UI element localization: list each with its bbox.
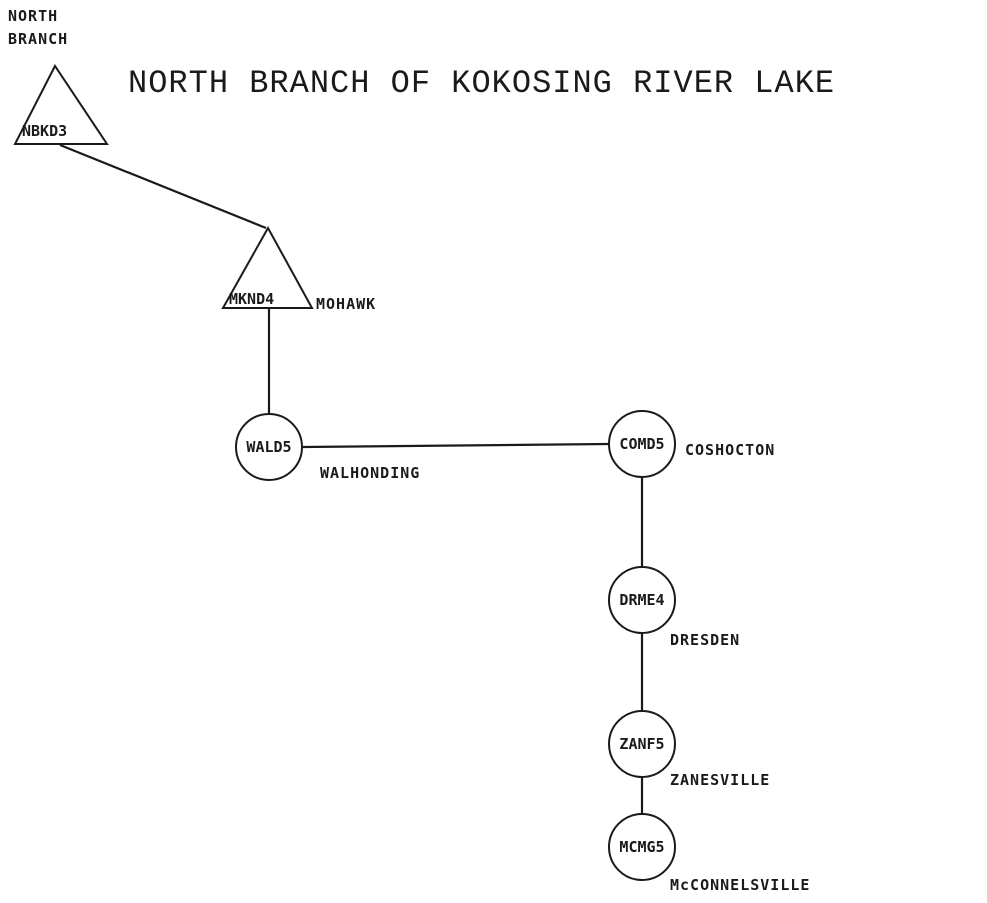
node-mcmgs: MCMG5 McCONNELSVILLE xyxy=(608,813,810,894)
links-layer xyxy=(59,143,644,814)
circle-shape xyxy=(608,710,676,778)
node-code: NBKD3 xyxy=(22,122,67,140)
triangle-shape xyxy=(13,64,109,145)
node-name: McCONNELSVILLE xyxy=(670,876,810,894)
circle-shape xyxy=(235,413,303,481)
node-code: WALD5 xyxy=(246,438,291,456)
node-walds: WALD5 WALHONDING xyxy=(235,413,420,482)
node-code: ZANF5 xyxy=(619,735,664,753)
triangle-shape xyxy=(221,225,314,309)
circle-shape xyxy=(608,410,676,478)
node-code: COMD5 xyxy=(619,435,664,453)
circle-shape xyxy=(608,813,676,881)
node-zanfs: ZANF5 ZANESVILLE xyxy=(608,710,770,789)
node-code: DRME4 xyxy=(619,591,664,609)
node-name: COSHOCTON xyxy=(685,441,775,459)
node-name: DRESDEN xyxy=(670,631,740,649)
node-name: ZANESVILLE xyxy=(670,771,770,789)
link-walds-comds xyxy=(302,442,610,449)
node-name: MOHAWK xyxy=(316,295,376,313)
node-name: WALHONDING xyxy=(320,464,420,482)
node-name-line-1: NORTH xyxy=(8,7,58,25)
link-nbkd3-mknd4 xyxy=(59,143,267,230)
circle-shape xyxy=(608,566,676,634)
node-name-line-2: BRANCH xyxy=(8,30,68,48)
node-code: MKND4 xyxy=(229,290,274,308)
node-drme4: DRME4 DRESDEN xyxy=(608,566,740,649)
node-mknd4: MKND4 MOHAWK xyxy=(221,225,376,313)
node-code: MCMG5 xyxy=(619,838,664,856)
diagram-title: NORTH BRANCH OF KOKOSING RIVER LAKE xyxy=(128,65,835,102)
node-comds: COMD5 COSHOCTON xyxy=(608,410,775,478)
node-nbkd3: NBKD3 NORTH BRANCH xyxy=(8,7,109,145)
